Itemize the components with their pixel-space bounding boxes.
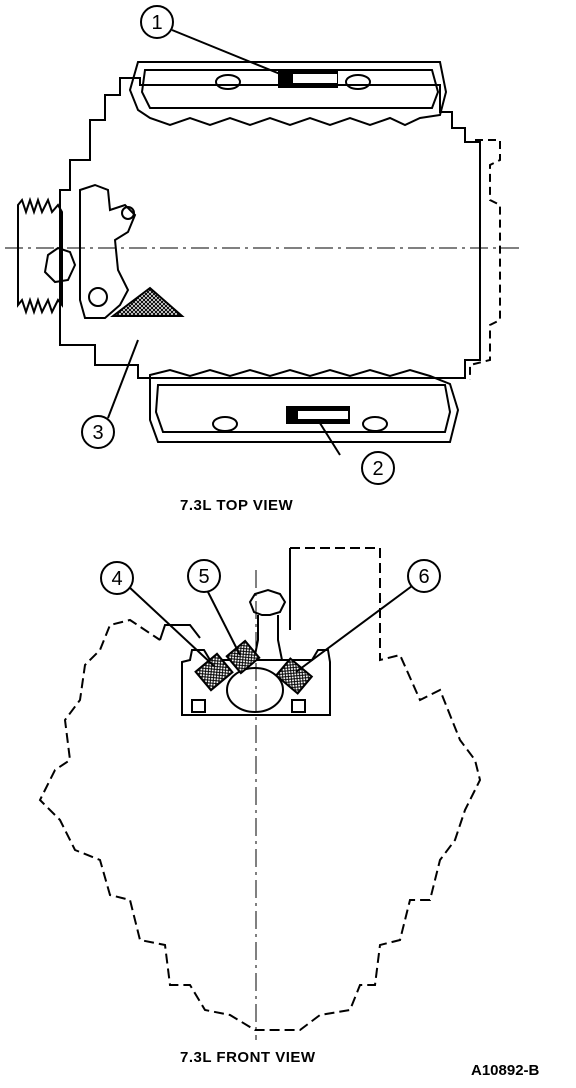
callout-6: 6 xyxy=(407,559,441,593)
front-engine-outline xyxy=(38,547,482,1031)
callout-2-number: 2 xyxy=(372,458,383,480)
top-view xyxy=(5,61,520,443)
front-view-caption: 7.3L FRONT VIEW xyxy=(180,1049,316,1066)
top-view-leaders xyxy=(107,29,341,456)
front-accessory-bracket xyxy=(79,183,137,319)
front-sensors xyxy=(194,639,314,695)
callout-3-number: 3 xyxy=(92,422,103,444)
callout-5: 5 xyxy=(187,559,221,593)
engine-block-outline xyxy=(59,77,481,379)
valve-cover-left-bank xyxy=(128,61,448,127)
callout-3-hatched-part xyxy=(110,286,185,317)
callout-1-number: 1 xyxy=(151,12,162,34)
callout-6-number: 6 xyxy=(418,566,429,588)
front-view-leaders xyxy=(127,585,413,673)
front-pulley xyxy=(17,196,63,316)
front-view xyxy=(38,547,482,1040)
callout-2: 2 xyxy=(361,451,395,485)
figure-id: A10892-B xyxy=(471,1062,540,1079)
callout-4-number: 4 xyxy=(111,568,122,590)
top-view-caption: 7.3L TOP VIEW xyxy=(180,497,294,514)
front-filler-neck xyxy=(248,588,287,616)
engine-right-dashed xyxy=(469,139,501,380)
front-cylinder-head-left xyxy=(159,624,201,641)
valve-cover-right-bank xyxy=(149,368,460,443)
callout-5-number: 5 xyxy=(198,566,209,588)
callout-3: 3 xyxy=(81,415,115,449)
callout-1: 1 xyxy=(140,5,174,39)
callout-4: 4 xyxy=(100,561,134,595)
front-pump-housing xyxy=(181,649,331,716)
callout-4-sensor xyxy=(194,652,234,692)
